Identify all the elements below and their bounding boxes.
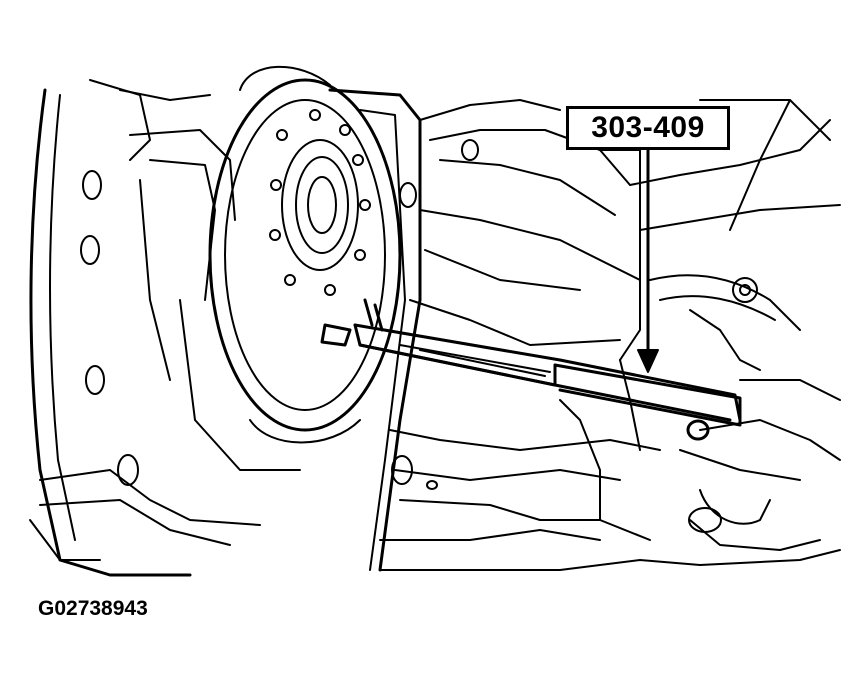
callout-leader (637, 146, 659, 373)
linkage-assembly (649, 274, 841, 551)
tool-number-label: 303-409 (591, 111, 705, 144)
flywheel (208, 65, 402, 444)
figure-id-label: G02738943 (38, 597, 148, 620)
bell-housing (328, 88, 841, 572)
tool-callout-box: 303-409 (566, 106, 730, 150)
flywheel-holding-tool (320, 298, 742, 441)
engine-block-left (29, 79, 301, 577)
lower-housing (379, 359, 841, 571)
